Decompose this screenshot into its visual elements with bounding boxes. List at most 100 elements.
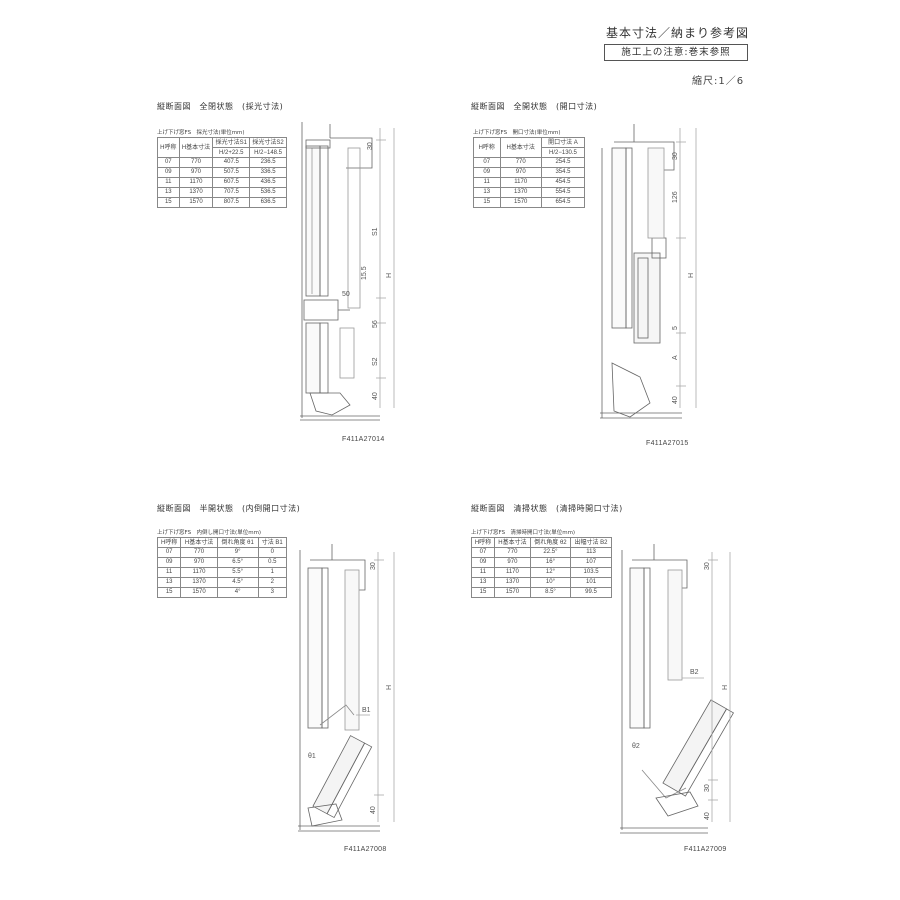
col-header: H呼称	[473, 137, 501, 158]
cell: 507.5	[212, 167, 251, 178]
cell: 770	[493, 547, 531, 558]
dim-label: H	[688, 273, 695, 278]
dim-label: 5	[672, 326, 679, 330]
cell: 12°	[529, 567, 572, 578]
dim-label: 30	[672, 152, 679, 160]
section-title-cleaning: 縦断面図 清掃状態 (清掃時開口寸法)	[471, 504, 623, 513]
cell: 770	[499, 157, 542, 168]
cell: 09	[157, 167, 180, 178]
dim-label: 126	[672, 191, 679, 203]
cell: 336.5	[249, 167, 287, 178]
cell: 1570	[180, 587, 218, 598]
dim-label: 40	[672, 396, 679, 404]
cell: 13	[156, 577, 182, 588]
dim-label: A	[672, 355, 679, 360]
construction-note-box: 施工上の注意:巻末参照	[604, 44, 748, 61]
cell: 970	[180, 557, 218, 568]
dim-label: H	[386, 685, 393, 690]
cell: 15	[473, 197, 501, 208]
cell: 970	[493, 557, 531, 568]
section-title-half-open: 縦断面図 半開状態 (内倒開口寸法)	[157, 504, 301, 513]
dim-label: 30	[704, 562, 711, 570]
dim-label: 40	[370, 806, 377, 814]
cell: 807.5	[212, 197, 251, 208]
formula-cell: H/2−148.5	[249, 147, 287, 158]
cell: 1370	[493, 577, 531, 588]
cell: 1170	[493, 567, 531, 578]
dim-label: 40	[704, 812, 711, 820]
col-header: 採光寸法S2	[249, 137, 287, 148]
col-header: H基本寸法	[180, 537, 218, 548]
dim-label: 30	[704, 784, 711, 792]
cell: 22.5°	[529, 547, 572, 558]
cell: 236.5	[249, 157, 287, 168]
cell: 1	[257, 567, 288, 578]
cell: 15	[156, 587, 182, 598]
cell: 1370	[499, 187, 542, 198]
cell: 1170	[499, 177, 542, 188]
col-header: H基本寸法	[493, 537, 531, 548]
table-caption-cleaning: 上げ下げ窓FS 清掃時開口寸法(単位mm)	[471, 530, 576, 536]
drawing-code: F411A27008	[344, 846, 387, 853]
col-header: H基本寸法	[178, 137, 214, 158]
col-header: 採光寸法S1	[212, 137, 251, 148]
table-caption-half-open: 上げ下げ窓FS 内倒し開口寸法(単位mm)	[157, 530, 262, 536]
spec-table-closed: H呼称 H基本寸法 採光寸法S1 採光寸法S2 H/2+22.5 H/2−148…	[157, 137, 287, 208]
page-title: 基本寸法／納まり参考図	[606, 26, 750, 40]
cell: 4°	[216, 587, 259, 598]
col-header: 出幅寸法 B2	[570, 537, 612, 548]
cell: 07	[156, 547, 182, 558]
dim-label: 30	[367, 142, 374, 150]
cell: 707.5	[212, 187, 251, 198]
table-caption-closed: 上げ下げ窓FS 採光寸法(単位mm)	[157, 130, 245, 136]
cell: 6.5°	[216, 557, 259, 568]
dim-label: 15.5	[361, 266, 368, 280]
cell: 454.5	[540, 177, 586, 188]
col-header: H呼称	[471, 537, 495, 548]
cell: 1570	[493, 587, 531, 598]
cell: 107	[570, 557, 612, 568]
dim-label: 50	[342, 291, 350, 298]
section-drawing-half-open: 30 H B1 θ1 40	[298, 544, 395, 832]
cell: 11	[473, 177, 501, 188]
cell: 1170	[180, 567, 218, 578]
cell: 254.5	[540, 157, 586, 168]
cell: 554.5	[540, 187, 586, 198]
cell: 99.5	[570, 587, 612, 598]
section-drawing-open: 30 126 H 5 A 40	[600, 124, 697, 419]
cell: 13	[157, 187, 180, 198]
cell: 3	[257, 587, 288, 598]
cell: 15	[157, 197, 180, 208]
section-title-open: 縦断面図 全開状態 (開口寸法)	[471, 102, 598, 111]
cell: 354.5	[540, 167, 586, 178]
cell: 770	[180, 547, 218, 558]
formula-cell: H/2+22.5	[212, 147, 251, 158]
dim-label: 40	[372, 392, 379, 400]
cell: 436.5	[249, 177, 287, 188]
cell: 1370	[180, 577, 218, 588]
table-caption-open: 上げ下げ窓FS 開口寸法(単位mm)	[473, 130, 561, 136]
cell: 101	[570, 577, 612, 588]
dim-label: H	[386, 273, 393, 278]
cell: 0	[257, 547, 288, 558]
col-header: 開口寸法 A	[540, 137, 586, 148]
dim-label: θ2	[632, 743, 640, 750]
col-header: H呼称	[157, 137, 180, 158]
cell: 1570	[499, 197, 542, 208]
dim-label: 30	[370, 562, 377, 570]
cell: 16°	[529, 557, 572, 568]
cell: 607.5	[212, 177, 251, 188]
cell: 09	[156, 557, 182, 568]
formula-cell: H/2−130.5	[540, 147, 586, 158]
drawing-code: F411A27009	[684, 846, 727, 853]
